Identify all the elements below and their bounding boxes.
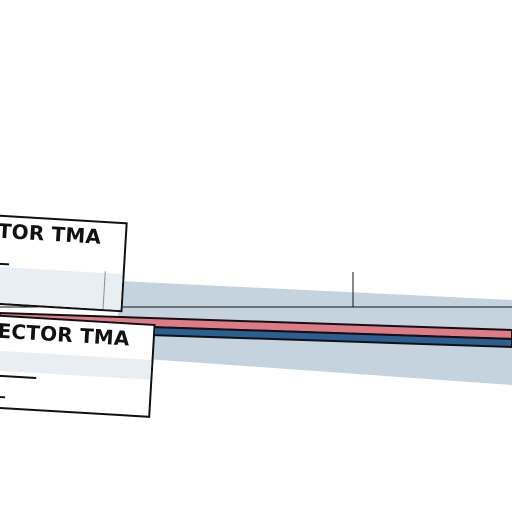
label-rule — [0, 373, 37, 380]
sector-label-upper: CTOR TMA — [0, 213, 128, 313]
sector-label-lower: SECTOR TMA 5 SL — [0, 313, 156, 418]
label-rule — [0, 261, 10, 266]
label-shade — [0, 265, 125, 313]
sector-name: CTOR TMA — [0, 217, 102, 249]
route-band-upper — [0, 311, 512, 341]
sector-lower-limit: SL — [0, 377, 7, 405]
sector-name: SECTOR TMA — [0, 317, 131, 351]
